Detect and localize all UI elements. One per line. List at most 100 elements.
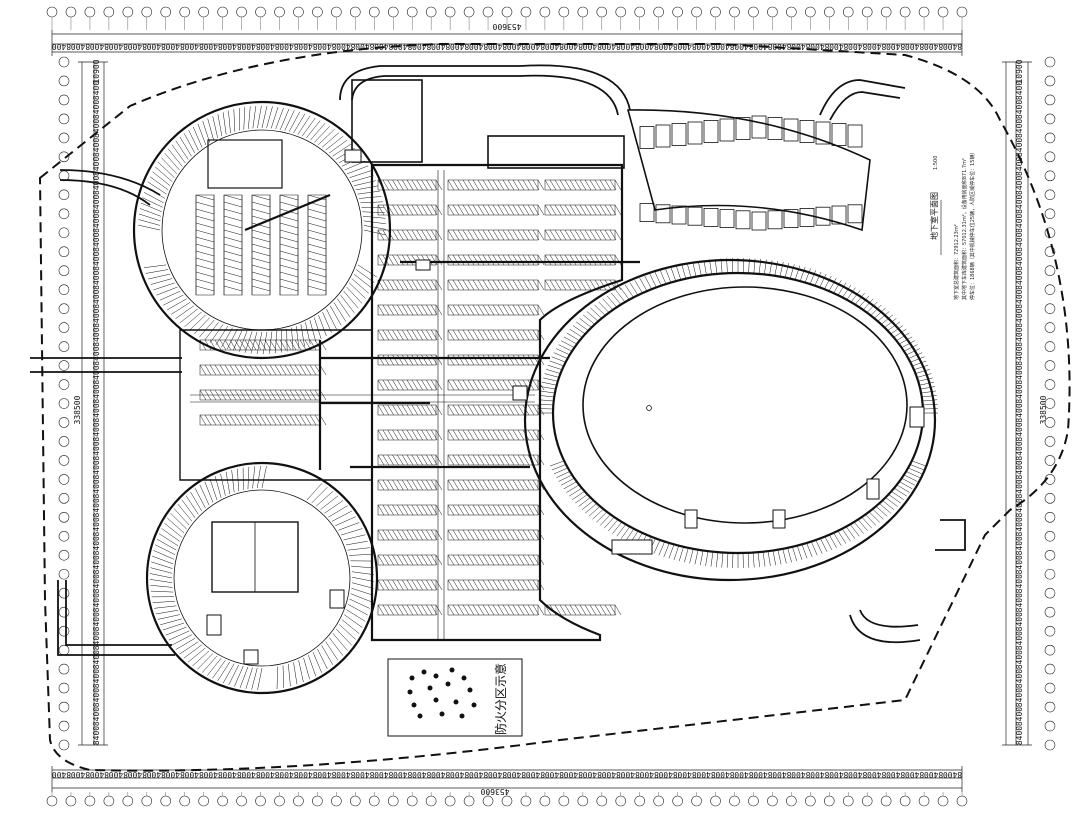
axis-bubble	[387, 6, 399, 18]
parking-stall-line	[599, 204, 607, 216]
axis-bubble	[1044, 493, 1056, 504]
court-outline	[207, 139, 283, 189]
parking-stall-line	[502, 529, 510, 541]
parking-stall-line	[502, 254, 510, 266]
parking-stall-line	[435, 554, 443, 566]
parking-stall-line	[411, 504, 419, 516]
parking-stall-line	[594, 204, 602, 216]
radial-stall-line	[360, 201, 383, 204]
parking-stall-line	[512, 179, 520, 191]
axis-bubble	[1044, 587, 1056, 599]
axis-bubble	[1044, 531, 1056, 542]
parking-stall-line	[430, 454, 438, 466]
parking-stall-line	[304, 339, 312, 351]
ring-stall-line	[767, 551, 771, 566]
radial-stall-line	[353, 273, 372, 289]
parking-stall-line	[279, 250, 299, 257]
parking-stall-line	[574, 229, 582, 241]
parking-stall-line	[487, 554, 495, 566]
parking-stall-line	[527, 254, 535, 266]
parking-stall-line	[387, 479, 394, 491]
radial-stall-line	[188, 129, 199, 151]
ring-stall-line	[748, 258, 750, 274]
axis-bubble	[58, 531, 70, 542]
parking-stall-line	[452, 504, 460, 516]
module-dimension-label: 8400	[1015, 479, 1024, 498]
bottom-overall-dimension: 453600	[480, 787, 509, 796]
parking-stall-line	[279, 236, 299, 243]
ring-stall-line	[538, 403, 554, 406]
parking-stall-line	[214, 364, 222, 376]
ring-stall-line	[670, 266, 677, 282]
parking-stall-line	[426, 454, 433, 466]
parking-stall-line	[382, 179, 390, 191]
ring-stall-line	[911, 460, 927, 467]
radial-stall-line	[194, 488, 206, 509]
parking-stall-line	[421, 329, 428, 341]
parking-stall-line	[430, 529, 438, 541]
ring-stall-line	[698, 261, 702, 276]
module-dimension-label: 8400	[92, 498, 101, 517]
left-overall-dimension: 338500	[73, 395, 82, 424]
left-module-labels: 1090084008400840084008400840084008400840…	[92, 59, 101, 745]
parking-stall-line	[387, 554, 394, 566]
radial-stall-line	[155, 166, 173, 182]
axis-bubble	[425, 6, 437, 18]
axis-bubble	[1044, 208, 1056, 220]
radial-stall-line	[220, 473, 226, 496]
ring-stall-line	[879, 503, 891, 514]
parking-stall-line	[532, 329, 540, 341]
axis-bubble	[710, 6, 721, 18]
parking-stall-line	[397, 379, 404, 391]
axis-bubble	[58, 493, 70, 504]
axis-bubble	[58, 246, 70, 258]
radial-stall-line	[212, 116, 218, 139]
axis-bubble	[58, 284, 70, 295]
parking-stall-line	[382, 579, 390, 591]
radial-stall-line	[232, 329, 243, 351]
parking-stall-line	[472, 254, 480, 266]
axis-bubble	[463, 6, 475, 18]
parking-stall-line	[522, 179, 530, 191]
axis-bubble	[274, 6, 285, 18]
top-axis-bubbles	[46, 6, 968, 30]
parking-stall-line	[467, 204, 475, 216]
axis-bubble	[1044, 682, 1056, 694]
radial-stall-line	[160, 618, 182, 626]
radial-stall-line	[305, 322, 311, 345]
parking-stall-line	[401, 179, 409, 191]
parking-stall-line	[584, 229, 592, 241]
module-dimension-label: 8400	[92, 384, 101, 403]
parking-stall-line	[251, 194, 271, 201]
parking-stall-line	[447, 229, 455, 241]
parking-stall-line	[569, 279, 577, 291]
axis-bubble	[122, 795, 134, 807]
parking-stall-line	[497, 479, 505, 491]
parking-stall-line	[199, 414, 207, 426]
parking-stall-line	[549, 204, 557, 216]
ring-stall-line	[787, 547, 792, 563]
axis-bubble	[501, 795, 513, 807]
parking-stall-line	[392, 504, 399, 516]
ring-stall-line	[546, 369, 561, 374]
parking-stall-line	[452, 354, 460, 366]
radial-stall-line	[318, 129, 335, 146]
parking-stall-line	[604, 179, 612, 191]
parking-stall-line	[401, 304, 409, 316]
parking-stall-line	[254, 414, 262, 426]
axis-bubble	[463, 795, 475, 807]
module-dimension-label: 8400	[92, 138, 101, 157]
axis-bubble	[255, 6, 266, 18]
parking-stall-line	[497, 429, 505, 441]
radial-stall-line	[308, 655, 317, 677]
parking-stall-line	[497, 604, 505, 616]
parking-stall-line	[307, 278, 327, 285]
ring-stall-line	[842, 284, 852, 298]
axis-bubble	[141, 795, 153, 807]
parking-stall-line	[497, 329, 505, 341]
module-dimension-label: 8400	[1015, 289, 1024, 308]
parking-stall-line	[382, 379, 390, 391]
parking-stall-line	[244, 339, 252, 351]
module-dimension-label: 8400	[715, 770, 734, 779]
